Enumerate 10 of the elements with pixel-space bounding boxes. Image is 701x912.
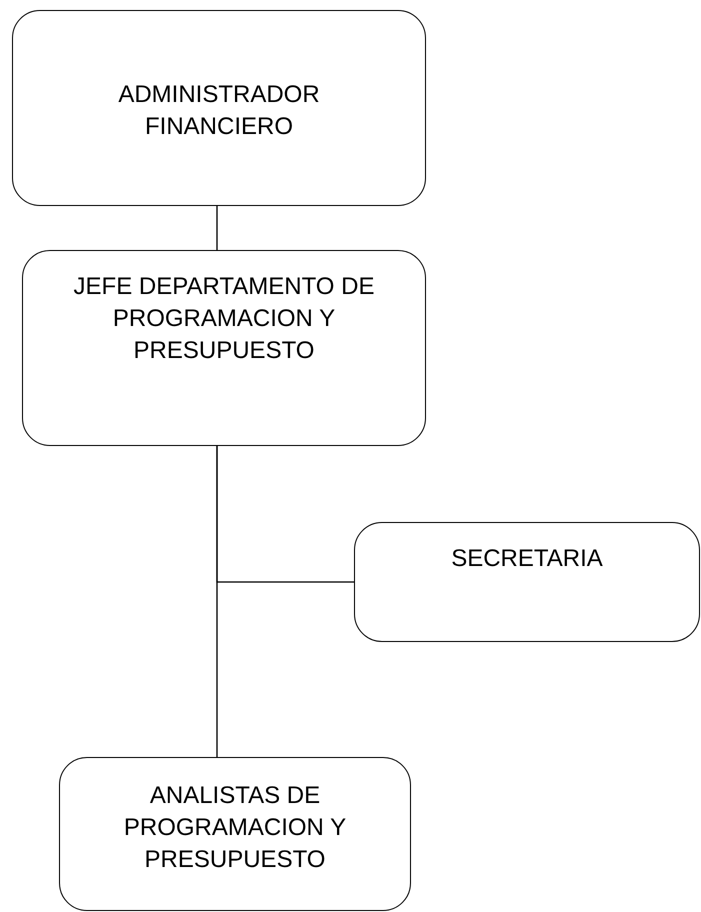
org-box [22, 250, 426, 446]
connector-line [216, 446, 218, 757]
box-title: ADMINISTRADOR FINANCIERO [117, 80, 321, 142]
connector-line [216, 206, 218, 250]
box-title: ANALISTAS DE PROGRAMACION Y PRESUPUESTO [122, 781, 348, 875]
box-title: JEFE DEPARTAMENTO DE PROGRAMACION Y PRESUPUESTO [72, 272, 376, 366]
box-title: SECRETARIA [451, 544, 603, 574]
org-box [354, 522, 700, 642]
org-box [59, 757, 411, 911]
org-box [12, 10, 426, 206]
